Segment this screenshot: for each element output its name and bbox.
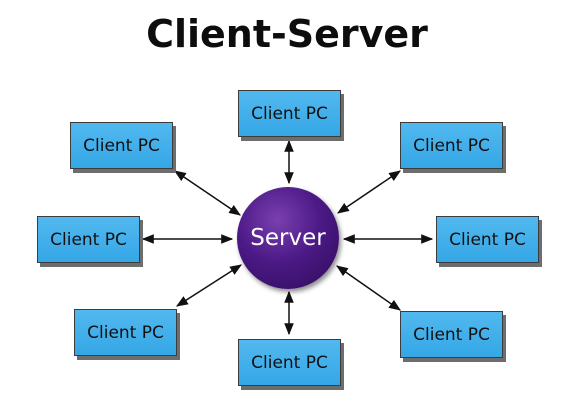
- client-pc-bottom-left: Client PC: [74, 309, 177, 356]
- arrow-top-right: [337, 170, 401, 214]
- diagram-title: Client-Server: [146, 12, 428, 56]
- arrow-bottom-right: [336, 265, 401, 311]
- client-pc-top-right: Client PC: [400, 122, 503, 169]
- arrow-bottom-left: [175, 264, 243, 307]
- client-pc-right: Client PC: [436, 216, 539, 263]
- client-pc-top-left: Client PC: [70, 122, 173, 169]
- client-pc-left: Client PC: [37, 216, 140, 263]
- client-pc-bottom-right: Client PC: [400, 311, 503, 358]
- arrow-top-left: [174, 170, 241, 216]
- client-pc-bottom: Client PC: [238, 339, 341, 386]
- client-pc-top: Client PC: [238, 90, 341, 137]
- server-node: Server: [237, 187, 339, 289]
